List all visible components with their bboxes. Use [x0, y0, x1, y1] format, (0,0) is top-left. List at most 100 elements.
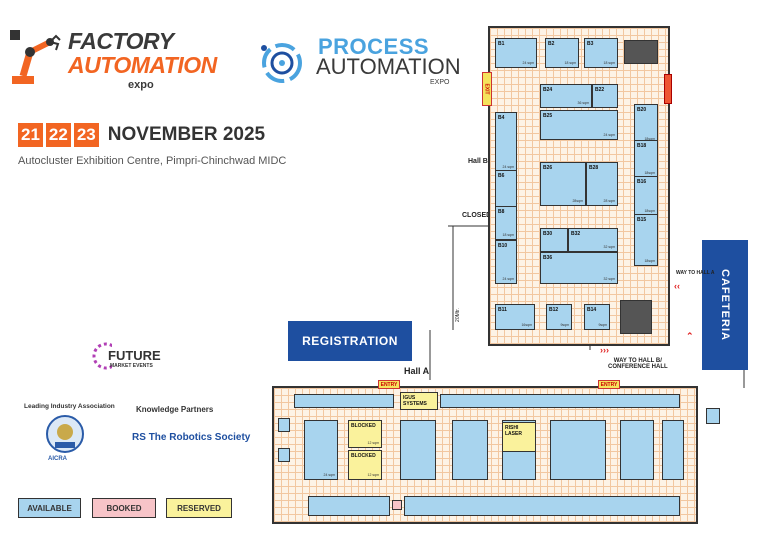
- hall-a-stall[interactable]: [452, 420, 488, 480]
- stall-size: 12 sqm: [367, 473, 379, 477]
- stall-label: B16: [637, 179, 647, 185]
- stall-b1[interactable]: B1 24 sqm: [495, 38, 537, 68]
- factory-logo-line2: AUTOMATION: [68, 52, 217, 78]
- legend-booked: BOOKED: [92, 498, 156, 518]
- stall-label: B24: [543, 87, 553, 93]
- stall-label: B32: [571, 231, 581, 237]
- hall-a-top-row-right[interactable]: [440, 394, 680, 408]
- stall-size: 24 sqm: [502, 165, 514, 169]
- distance-label: 20Mtr.: [454, 308, 461, 322]
- stall-b25[interactable]: B25 24 sqm: [540, 110, 618, 140]
- event-venue: Autocluster Exhibition Centre, Pimpri-Ch…: [18, 155, 287, 167]
- hall-a-side-stall[interactable]: [278, 418, 290, 432]
- stall-size: 28sqm: [572, 199, 583, 203]
- hall-a-entry: ENTRY: [598, 380, 620, 389]
- hall-a-entry: ENTRY: [378, 380, 400, 389]
- stall-size: 28 sqm: [603, 199, 615, 203]
- stall-label: B6: [498, 173, 505, 179]
- stall-label: B36: [543, 255, 553, 261]
- stairs-area: [624, 40, 658, 64]
- stall-label: B25: [543, 113, 553, 119]
- way-to-hall-b-line1: WAY TO HALL B/: [613, 358, 662, 364]
- hall-b-exit-right: [664, 74, 672, 104]
- aicra-text: AICRA: [48, 456, 67, 462]
- stall-label: B22: [595, 87, 605, 93]
- stall-size: 24 sqm: [522, 61, 534, 65]
- arrow-icon: ‹‹: [674, 281, 680, 291]
- legend-reserved: RESERVED: [166, 498, 232, 518]
- hall-a-stall[interactable]: [550, 420, 606, 480]
- stall-b28[interactable]: B28 28 sqm: [586, 162, 618, 206]
- stall-blocked[interactable]: BLOCKED 12 sqm: [348, 450, 382, 480]
- way-to-hall-b-line2: CONFERENCE HALL: [608, 364, 668, 370]
- event-dates: 21 22 23 NOVEMBER 2025: [18, 122, 265, 148]
- stall-size: 18sqm: [644, 259, 655, 263]
- stall-size: 18sqm: [644, 209, 655, 213]
- stall-b18[interactable]: B18 18sqm: [634, 140, 658, 178]
- hall-a-stall[interactable]: [620, 420, 654, 480]
- stall-label: B26: [543, 165, 553, 171]
- day-1: 21: [18, 123, 43, 147]
- hall-a-stall[interactable]: [400, 420, 436, 480]
- hall-a-top-row-left[interactable]: [294, 394, 394, 408]
- entry-label: ENTRY: [380, 381, 398, 388]
- factory-automation-logo: FACTORY AUTOMATION expo: [6, 24, 246, 94]
- closed-label: CLOSED: [462, 212, 492, 219]
- knowledge-partners-title: Knowledge Partners: [136, 405, 214, 414]
- hall-a-bottom-row-right[interactable]: [404, 496, 680, 516]
- robotics-society-text: The Robotics Society: [148, 432, 251, 443]
- stall-size: 32 sqm: [603, 277, 615, 281]
- day-3: 23: [73, 123, 99, 147]
- process-logo-line3: EXPO: [430, 79, 450, 86]
- legend-available: AVAILABLE: [18, 498, 81, 518]
- stall-size: 24 sqm: [603, 133, 615, 137]
- stall-label: BLOCKED: [351, 453, 376, 459]
- hall-a-booked-stall[interactable]: [392, 500, 402, 510]
- hall-a-bottom-row-left[interactable]: [308, 496, 390, 516]
- rs-icon: RS: [132, 432, 146, 443]
- stall-b30[interactable]: B30: [540, 228, 568, 252]
- stall-label: B18: [637, 143, 647, 149]
- stall-size: 24 sqm: [323, 473, 335, 477]
- stall-b26[interactable]: B26 28sqm: [540, 162, 586, 206]
- stall-size: 12 sqm: [367, 441, 379, 445]
- stall-b22[interactable]: B22: [592, 84, 618, 108]
- factory-logo-line1: FACTORY: [68, 28, 174, 54]
- stall-label: B10: [498, 243, 508, 249]
- hall-a-label: Hall A: [404, 366, 430, 376]
- stairs-area: [620, 300, 652, 334]
- stall-size: 18sqm: [644, 137, 655, 141]
- hall-a-side-stall[interactable]: [706, 408, 720, 424]
- leading-association-title: Leading Industry Association: [24, 403, 115, 410]
- hall-a-stall[interactable]: [662, 420, 684, 480]
- stall-rishi[interactable]: RISHI LASER: [502, 422, 536, 452]
- stall-size: 9sqm: [598, 323, 607, 327]
- stall-label: B30: [543, 231, 553, 237]
- hall-a-stall[interactable]: 24 sqm: [304, 420, 338, 480]
- day-2: 22: [45, 123, 71, 147]
- future-logo-name: FUTURE: [108, 348, 161, 363]
- hall-a-side-stall[interactable]: [278, 448, 290, 462]
- stall-b36[interactable]: B36 32 sqm: [540, 252, 618, 284]
- stall-label: B28: [589, 165, 599, 171]
- stall-igus[interactable]: IGUS SYSTEMS: [400, 392, 438, 410]
- hall-a: ENTRY ENTRY IGUS SYSTEMS 24 sqm BLOCKED 1…: [272, 380, 720, 524]
- stall-label: B1: [498, 41, 505, 47]
- hall-b-exit-left: EXIT: [482, 72, 492, 106]
- stall-b16[interactable]: B16 18sqm: [634, 176, 658, 216]
- robot-arm-icon: [10, 30, 61, 84]
